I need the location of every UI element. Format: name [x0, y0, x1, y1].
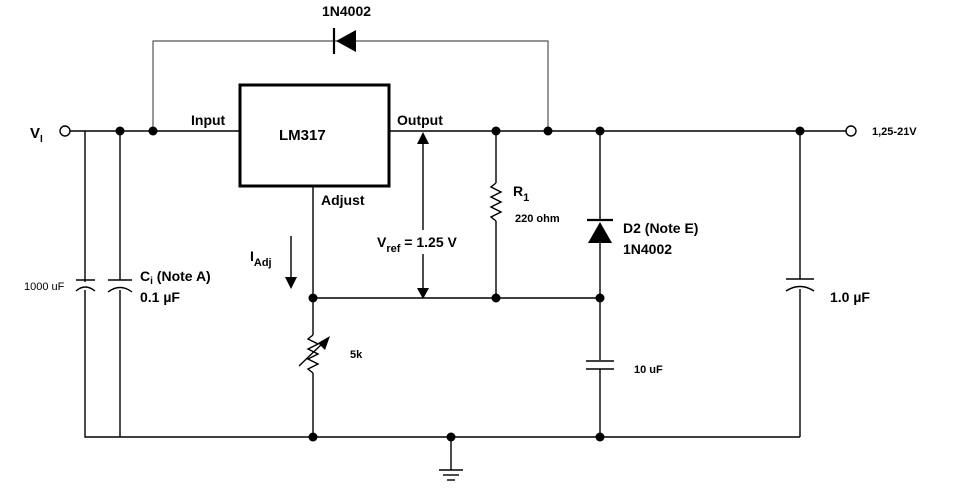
- d2-part-label: 1N4002: [623, 241, 672, 257]
- feedback-diode-symbol: [332, 28, 356, 54]
- vref-label: Vref = 1.25 V: [377, 234, 457, 255]
- ci-value: 0.1 µF: [140, 289, 180, 305]
- output-terminal: [845, 125, 857, 137]
- iadj-arrow-icon: [285, 236, 297, 289]
- input-pin-label: Input: [191, 112, 226, 128]
- junction-dot: [446, 432, 456, 442]
- ground-icon: [439, 437, 463, 481]
- input-terminal: [59, 125, 71, 137]
- junction-dot: [595, 126, 605, 136]
- vref-arrow-icon: [417, 132, 429, 299]
- junction-dot: [595, 432, 605, 442]
- ci-symbol: [107, 279, 133, 293]
- bulk-cap-label: 1000 uF: [24, 281, 65, 293]
- junction-dot: [115, 126, 125, 136]
- pot-wiper: [298, 341, 325, 367]
- junction-dot: [308, 432, 318, 442]
- feedback-diode-label: 1N4002: [322, 3, 371, 19]
- junction-dot: [491, 293, 501, 303]
- adjust-pin-label: Adjust: [321, 192, 365, 208]
- pot-wiper-arrow-icon: [318, 336, 330, 350]
- junction-dot: [148, 126, 158, 136]
- d2-label: D2 (Note E): [623, 220, 698, 236]
- junction-dot: [795, 126, 805, 136]
- lm317-block: [238, 83, 391, 188]
- vref-label-bg: [376, 230, 480, 254]
- junction-dot: [543, 126, 553, 136]
- iadj-label: IAdj: [250, 248, 272, 269]
- r1-symbol: [489, 182, 503, 222]
- c-out-label: 1.0 µF: [830, 289, 870, 305]
- pot-symbol: [306, 334, 320, 374]
- bulk-cap-symbol: [75, 279, 96, 292]
- junction-dot: [595, 293, 605, 303]
- d2-diode-symbol: [587, 218, 613, 243]
- c-out-symbol: [785, 278, 815, 292]
- pot-label: 5k: [350, 349, 363, 361]
- ci-label: Ci (Note A): [140, 268, 211, 287]
- c-adj-symbol: [586, 360, 614, 370]
- bulk-cap-wire-bottom: [84, 290, 118, 438]
- output-terminal-label: 1,25-21V: [872, 126, 917, 138]
- lm317-label: LM317: [279, 127, 326, 144]
- junction-dots: [115, 126, 805, 442]
- output-pin-label: Output: [397, 112, 443, 128]
- r1-label: R1: [513, 183, 529, 204]
- junction-dot: [308, 293, 318, 303]
- c-adj-label: 10 uF: [634, 364, 663, 376]
- r1-value: 220 ohm: [515, 213, 560, 225]
- junction-dot: [491, 126, 501, 136]
- input-terminal-label: VI: [30, 125, 43, 145]
